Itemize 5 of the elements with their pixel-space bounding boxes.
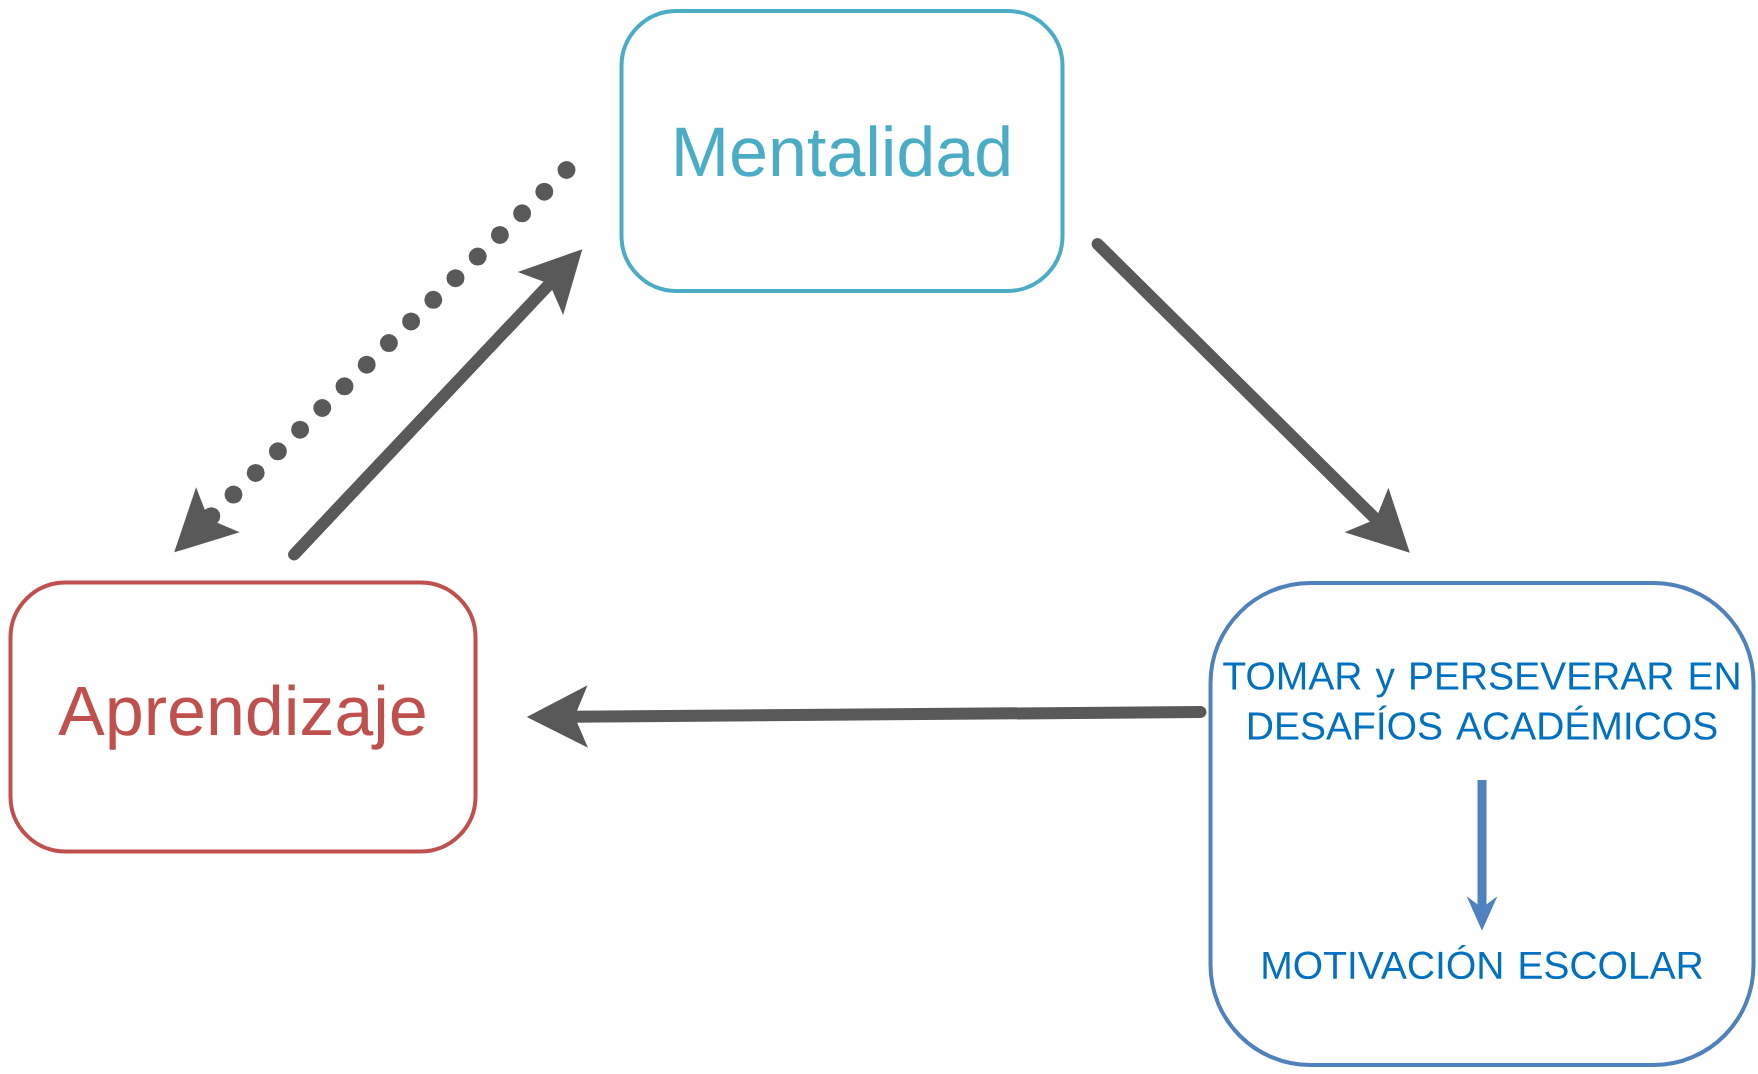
concept-box: Mentalidad <box>619 9 1065 293</box>
outcome-text: TOMAR y PERSEVERAR EN DESAFÍOS ACADÉMICOS <box>1223 662 1739 740</box>
outcome-text: MOTIVACIÓN ESCOLAR <box>1263 944 1702 980</box>
outcome-box <box>1208 581 1756 1067</box>
concept-box: Aprendizaje <box>8 580 478 854</box>
